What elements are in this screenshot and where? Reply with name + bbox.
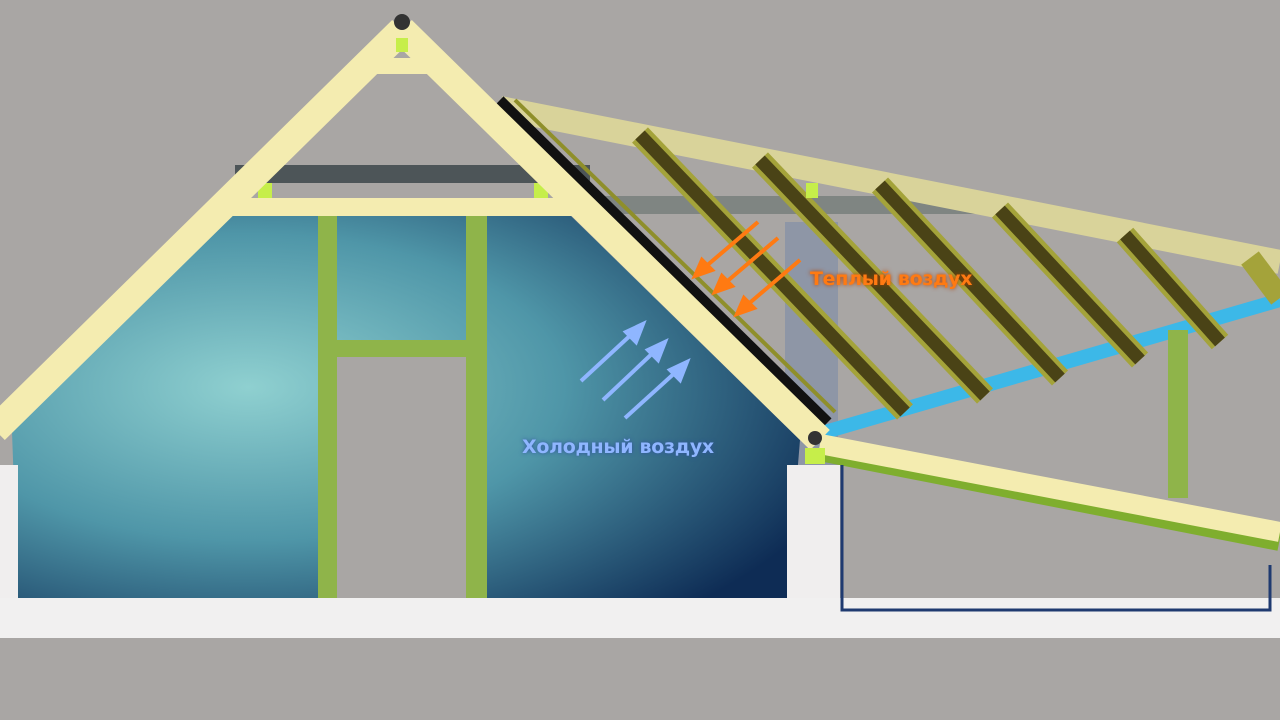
door-header bbox=[337, 340, 466, 357]
roof-membrane bbox=[496, 96, 832, 426]
ridge-tie bbox=[368, 58, 434, 74]
cold-air-label: Холодный воздух bbox=[522, 436, 714, 458]
wall-left bbox=[0, 465, 18, 605]
warm-air-label: Теплый воздух bbox=[810, 268, 973, 290]
ceiling-beam bbox=[228, 198, 576, 216]
ridge-knot bbox=[394, 14, 410, 30]
stud-right bbox=[466, 215, 487, 598]
beam-joint bbox=[806, 183, 818, 198]
stud-left bbox=[318, 215, 337, 598]
rafter-left bbox=[0, 20, 412, 440]
outer-wall-outline bbox=[840, 465, 1272, 612]
ridge-joint bbox=[396, 38, 408, 52]
collar-beam bbox=[235, 165, 590, 183]
rafter-right bbox=[392, 20, 830, 450]
wall-right bbox=[787, 465, 840, 605]
eave-joint bbox=[805, 448, 825, 464]
lower-rafter-face bbox=[818, 434, 1280, 542]
floor-slab bbox=[0, 598, 1280, 638]
rafters-right bbox=[632, 127, 1280, 420]
warm-air-arrows bbox=[691, 220, 802, 318]
cold-air-arrows bbox=[579, 320, 691, 420]
right-post bbox=[1168, 330, 1188, 498]
eave-knot bbox=[808, 431, 822, 445]
rafter-edge bbox=[513, 98, 837, 414]
door-opening bbox=[337, 355, 466, 598]
